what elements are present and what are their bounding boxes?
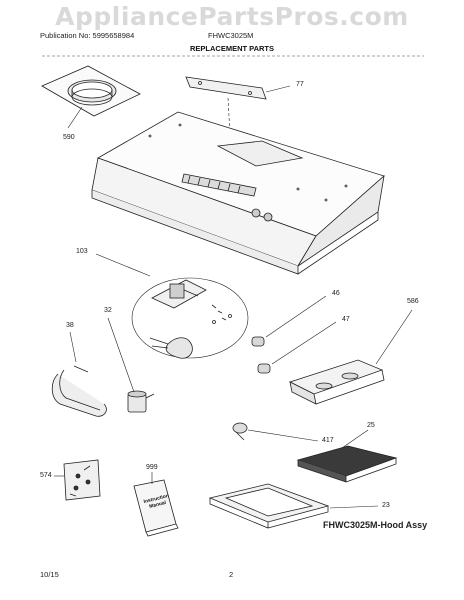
capacitor-32 (127, 390, 155, 413)
part-label-999: 999 (146, 464, 158, 471)
leader-47 (271, 321, 337, 365)
watermark: AppliancePartsPros.com (55, 2, 409, 31)
leader-417 (247, 429, 319, 442)
mounting-bracket-77 (185, 76, 267, 100)
hardware-bag-574 (63, 459, 101, 501)
page-title: REPLACEMENT PARTS (189, 44, 275, 53)
leader-586 (375, 309, 413, 365)
part-label-574: 574 (40, 472, 52, 479)
socket-47 (257, 363, 271, 374)
charcoal-filter-25 (296, 445, 398, 483)
part-label-586: 586 (407, 298, 419, 305)
footer-date: 10/15 (40, 570, 59, 579)
light-housing-586 (288, 359, 385, 405)
leader-32 (107, 317, 135, 393)
publication-number: Publication No: 5995658984 (40, 31, 135, 40)
part-label-38: 38 (66, 322, 74, 329)
damper-collar-590 (41, 65, 141, 117)
leader-46 (265, 295, 327, 338)
socket-46 (251, 336, 265, 347)
part-label-103: 103 (76, 248, 88, 255)
knob-417 (232, 422, 248, 441)
leader-77 (265, 85, 291, 93)
part-label-23: 23 (382, 502, 390, 509)
assembly-caption: FHWC3025M-Hood Assy (323, 520, 428, 530)
part-label-590: 590 (63, 134, 75, 141)
leader-25 (341, 429, 369, 449)
filter-holder-38 (51, 365, 107, 417)
leader-23 (329, 505, 379, 509)
leader-103 (95, 253, 151, 277)
blower-motor-103 (131, 277, 249, 359)
part-label-46: 46 (332, 290, 340, 297)
part-label-417: 417 (322, 437, 334, 444)
range-hood-body (91, 111, 385, 275)
filter-frame-23 (208, 483, 330, 529)
leader-590 (67, 106, 83, 129)
part-label-47: 47 (342, 316, 350, 323)
part-label-77: 77 (296, 81, 304, 88)
model-number: FHWC3025M (208, 31, 254, 40)
instruction-manual-999 (133, 479, 179, 537)
footer-page-number: 2 (229, 570, 234, 579)
leader-38 (69, 331, 77, 363)
part-label-25: 25 (367, 422, 375, 429)
part-label-32: 32 (104, 307, 112, 314)
